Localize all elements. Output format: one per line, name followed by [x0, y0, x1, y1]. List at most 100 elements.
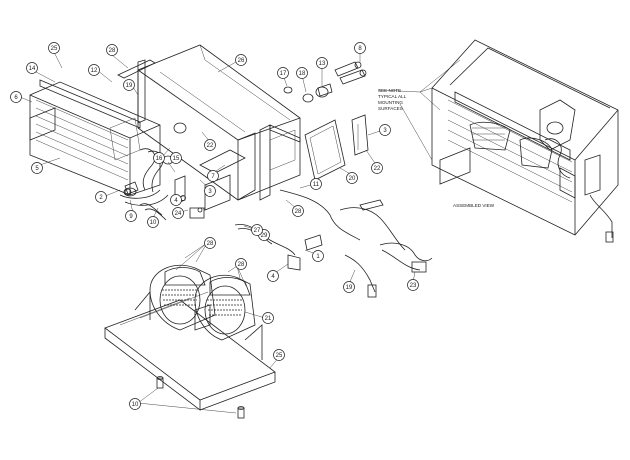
callout-3b: 3 [379, 124, 391, 136]
callout-11: 11 [310, 178, 322, 190]
callout-5: 5 [31, 162, 43, 174]
svg-text:25: 25 [51, 46, 58, 52]
svg-text:8: 8 [358, 46, 362, 52]
svg-text:3: 3 [208, 189, 212, 195]
svg-text:2: 2 [99, 195, 103, 201]
side-rail [259, 124, 301, 201]
svg-text:28: 28 [109, 48, 116, 54]
callout-14: 14 [26, 62, 38, 74]
svg-text:22: 22 [207, 143, 214, 149]
callout-16: 16 [153, 152, 165, 164]
svg-text:13: 13 [319, 61, 326, 67]
assembled-unit [431, 39, 619, 243]
svg-text:15: 15 [173, 156, 180, 162]
callout-4b: 4 [267, 270, 279, 282]
svg-text:28: 28 [238, 262, 245, 268]
note-line-1: SEE NOTE [378, 88, 401, 93]
callout-18: 18 [296, 67, 308, 79]
svg-text:21: 21 [265, 316, 272, 322]
callout-1: 1 [312, 250, 324, 262]
callout-20: 20 [346, 172, 358, 184]
svg-text:1: 1 [316, 254, 320, 260]
note-line-2: TYPICAL ALL [378, 94, 407, 99]
svg-text:25: 25 [276, 353, 283, 359]
coil-piping [119, 122, 187, 206]
svg-text:7: 7 [211, 174, 215, 180]
callout-21: 21 [262, 312, 274, 324]
callout-25b: 25 [273, 349, 285, 361]
svg-text:16: 16 [156, 156, 163, 162]
assembled-view-label: ASSEMBLED VIEW [453, 203, 495, 208]
wiring-harness [279, 189, 433, 298]
svg-text:11: 11 [313, 182, 320, 188]
svg-text:4: 4 [271, 274, 275, 280]
callout-28c: 28 [204, 237, 216, 249]
filter-frame [304, 119, 346, 181]
mounting-note: SEE NOTE TYPICAL ALL MOUNTING SURFACES [378, 88, 407, 111]
callout-25a: 25 [48, 42, 60, 54]
svg-text:6: 6 [14, 95, 18, 101]
svg-text:27: 27 [254, 228, 261, 234]
sensor-cable [234, 224, 323, 271]
callout-15: 15 [170, 152, 182, 164]
svg-text:18: 18 [299, 71, 306, 77]
svg-text:19: 19 [126, 83, 133, 89]
svg-text:22: 22 [374, 166, 381, 172]
callout-19a: 19 [123, 79, 135, 91]
svg-text:17: 17 [280, 71, 287, 77]
callout-10b: 10 [129, 398, 141, 410]
filter-bracket [351, 114, 369, 156]
callout-24: 24 [172, 207, 184, 219]
svg-text:20: 20 [349, 176, 356, 182]
callout-9: 9 [125, 210, 137, 222]
svg-text:23: 23 [410, 283, 417, 289]
svg-text:5: 5 [35, 166, 39, 172]
callout-28b: 28 [292, 205, 304, 217]
svg-text:29: 29 [261, 233, 268, 239]
callout-19b: 19 [343, 281, 355, 293]
center-bracket [174, 149, 246, 219]
callout-leaders [19, 51, 416, 414]
fittings [283, 61, 367, 103]
callout-22b: 22 [371, 162, 383, 174]
callout-26: 26 [235, 54, 247, 66]
coil-assembly [29, 79, 161, 196]
blower-assembly [104, 264, 276, 419]
callout-8: 8 [354, 42, 366, 54]
callout-28d: 28 [235, 258, 247, 270]
note-line-4: SURFACES [378, 106, 403, 111]
small-hardware [124, 181, 203, 221]
svg-text:12: 12 [91, 68, 98, 74]
svg-text:28: 28 [295, 209, 302, 215]
svg-text:26: 26 [238, 58, 245, 64]
callout-12: 12 [88, 64, 100, 76]
svg-text:4: 4 [174, 198, 178, 204]
callout-3a: 3 [204, 185, 216, 197]
svg-text:24: 24 [175, 211, 182, 217]
mounting-strip [117, 59, 156, 124]
callout-22a: 22 [204, 139, 216, 151]
callout-10a: 10 [147, 216, 159, 228]
note-line-3: MOUNTING [378, 100, 403, 105]
svg-text:19: 19 [346, 285, 353, 291]
callout-17: 17 [277, 67, 289, 79]
callout-7: 7 [207, 170, 219, 182]
svg-text:3: 3 [383, 128, 387, 134]
callout-27: 27 [251, 224, 263, 236]
svg-text:28: 28 [207, 241, 214, 247]
svg-text:10: 10 [132, 402, 139, 408]
callout-13: 13 [316, 57, 328, 69]
callout-6: 6 [10, 91, 22, 103]
callout-23: 23 [407, 279, 419, 291]
svg-text:14: 14 [29, 66, 36, 72]
svg-text:9: 9 [129, 214, 133, 220]
main-housing [137, 44, 301, 201]
callouts: 25 14 6 28 26 12 19 5 9 2 16 15 22 10 3 … [10, 42, 419, 410]
callout-28a: 28 [106, 44, 118, 56]
callout-4a: 4 [170, 194, 182, 206]
svg-text:10: 10 [150, 220, 157, 226]
note-leaders [377, 59, 461, 161]
callout-2: 2 [95, 191, 107, 203]
